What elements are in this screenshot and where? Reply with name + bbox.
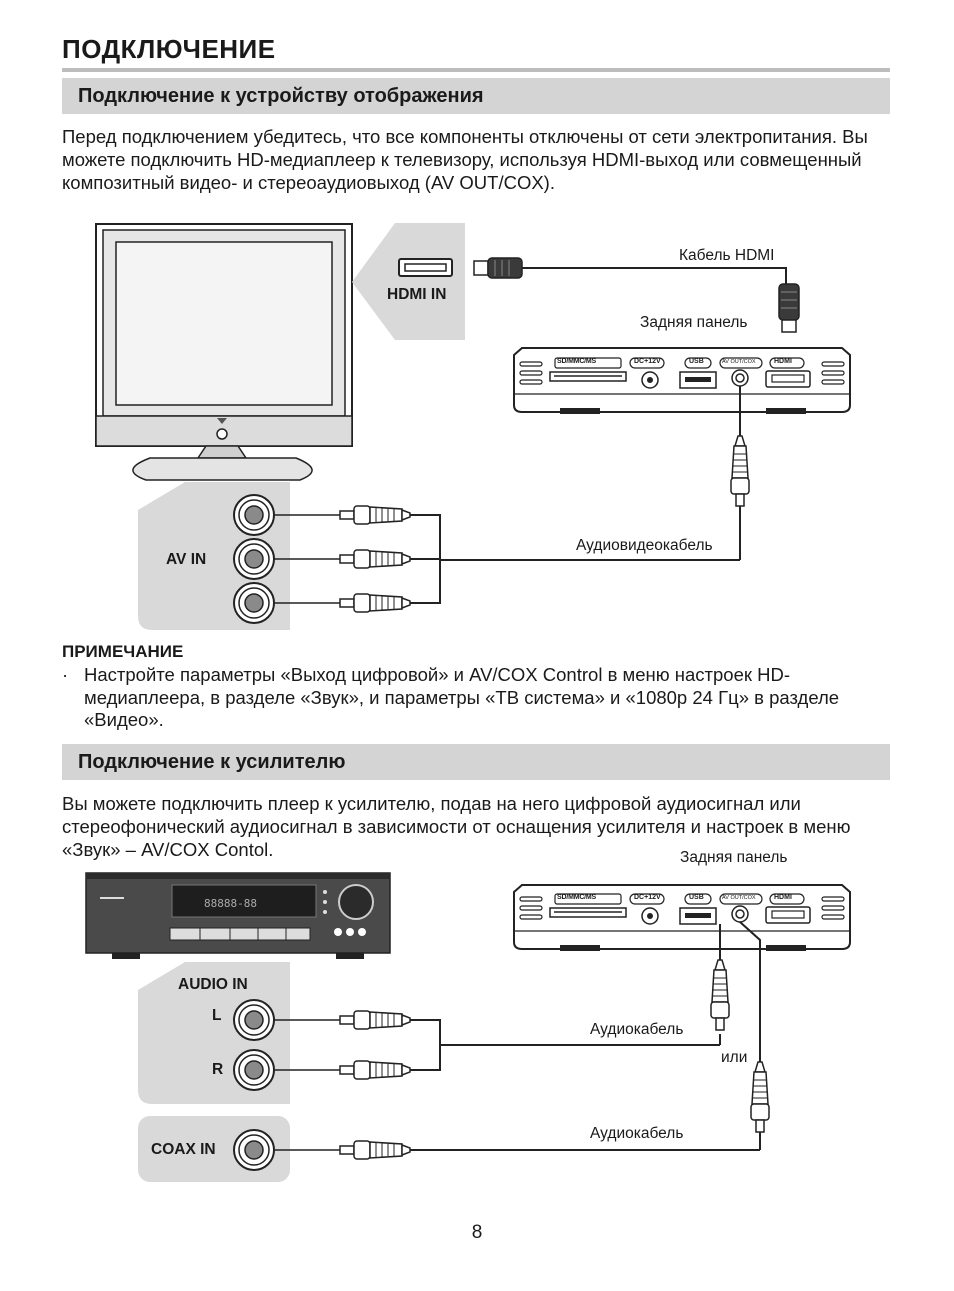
coax-in-label: COAX IN <box>151 1141 216 1158</box>
media-player-2 <box>513 884 851 951</box>
audio-in-callout <box>138 962 290 1104</box>
audio-in-label: AUDIO IN <box>178 976 248 993</box>
coax-audio-cable <box>274 921 770 1160</box>
hdmi-in-callout <box>352 223 465 340</box>
port-label-usb-2: USB <box>689 894 704 901</box>
coax-in-callout <box>138 1116 290 1182</box>
port-label-hdmi-2: HDMI <box>774 894 792 901</box>
section2-text: Вы можете подключить плеер к усилителю, … <box>62 793 851 860</box>
note-title: ПРИМЕЧАНИЕ <box>62 642 184 661</box>
av-cable-bundle <box>274 505 740 613</box>
heading-rule <box>62 68 890 72</box>
tv-illustration <box>95 223 353 481</box>
port-label-usb: USB <box>689 358 704 365</box>
audio-cable-label-2: Аудиокабель <box>590 1125 684 1142</box>
note-text: Настройте параметры «Выход цифровой» и A… <box>84 664 840 730</box>
page-number: 8 <box>471 1222 483 1243</box>
port-label-dc: DC+12V <box>634 358 661 365</box>
or-label: или <box>721 1049 748 1066</box>
left-channel-label: L <box>212 1007 222 1024</box>
back-panel-label-2: Задняя панель <box>680 849 788 866</box>
hdmi-in-label: HDMI IN <box>387 286 447 303</box>
right-channel-label: R <box>212 1061 224 1078</box>
section2-bar <box>62 744 890 780</box>
page-heading: ПОДКЛЮЧЕНИЕ <box>62 34 276 64</box>
stereo-audio-cable <box>274 924 730 1080</box>
media-player-1 <box>513 347 851 414</box>
port-label-avout: AV OUT/COX <box>722 359 756 365</box>
av-in-callout <box>138 482 290 630</box>
audio-cable-label-1: Аудиокабель <box>590 1021 684 1038</box>
port-label-sd-2: SD/MMC/MS <box>557 894 597 901</box>
section1-bar <box>62 78 890 114</box>
section1-text: Перед подключением убедитесь, что все ко… <box>62 126 868 193</box>
av-in-label: AV IN <box>166 551 207 568</box>
av-cable-label: Аудиовидеокабель <box>576 537 713 554</box>
port-label-dc-2: DC+12V <box>634 894 661 901</box>
port-label-hdmi: HDMI <box>774 358 792 365</box>
back-panel-label-1: Задняя панель <box>640 314 748 331</box>
note-bullet: · <box>62 664 69 685</box>
port-label-sd: SD/MMC/MS <box>557 358 597 365</box>
section2-title: Подключение к усилителю <box>78 751 346 773</box>
amplifier-illustration: 88888-88 <box>85 872 391 959</box>
svg-text:88888-88: 88888-88 <box>204 897 257 910</box>
section1-title: Подключение к устройству отображения <box>78 85 484 107</box>
port-label-avout-2: AV OUT/COX <box>722 895 756 901</box>
hdmi-cable-label: Кабель HDMI <box>679 247 775 264</box>
hdmi-cable <box>473 257 800 333</box>
